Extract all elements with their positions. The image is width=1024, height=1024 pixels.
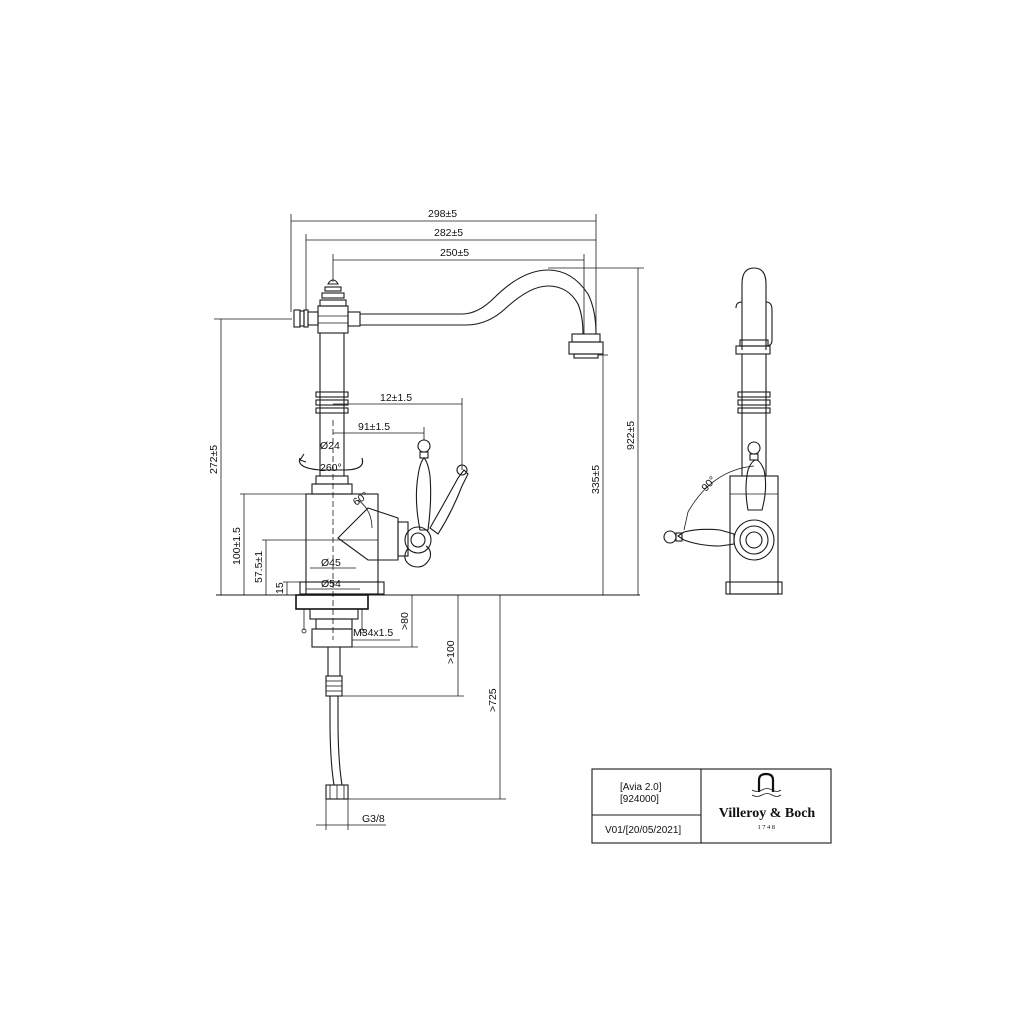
dim-base-diameter-a: Ø45 — [321, 557, 341, 569]
title-model: [Avia 2.0] — [620, 782, 662, 793]
dimension-labels: 298±5 282±5 250±5 12±1.5 91±1.5 Ø24 260°… — [208, 208, 637, 825]
dim-outlet-height: 335±5 — [590, 465, 602, 494]
dim-swivel-angle: 260° — [320, 462, 342, 474]
dim-thread: M34x1.5 — [353, 627, 393, 639]
brand-logo: Villeroy & Boch 1748 — [719, 772, 816, 831]
title-block: [Avia 2.0] [924000] V01/[20/05/2021] Vil… — [591, 768, 832, 844]
front-view-faucet — [293, 269, 604, 800]
dim-body-height: 272±5 — [208, 445, 220, 474]
dim-plinth-height: 15 — [274, 582, 286, 594]
dim-spout-to-axis: 250±5 — [440, 247, 469, 259]
title-version: V01/[20/05/2021] — [605, 825, 681, 836]
dim-lever-offset-b: 91±1.5 — [358, 421, 390, 433]
side-view-faucet: 90° — [663, 267, 783, 595]
dim-total-height: 922±5 — [625, 421, 637, 450]
dim-lever-height: 100±1.5 — [231, 527, 243, 565]
dim-max-deck: >80 — [399, 612, 411, 630]
dim-hose-length: >725 — [487, 688, 499, 712]
brand-name: Villeroy & Boch — [719, 806, 816, 821]
dim-min-clearance: >100 — [445, 640, 457, 664]
dim-lever-offset-a: 12±1.5 — [380, 392, 412, 404]
dim-column-diameter: Ø24 — [320, 440, 340, 452]
brand-year: 1748 — [758, 824, 777, 831]
title-code: [924000] — [620, 794, 659, 805]
dim-lever-angle: 60° — [351, 490, 371, 509]
dimension-lines — [214, 214, 644, 830]
dim-connection: G3/8 — [362, 813, 385, 825]
dim-base-diameter-b: Ø54 — [321, 578, 341, 590]
dim-side-lever-angle: 90° — [699, 474, 719, 494]
dim-base-height: 57.5±1 — [253, 551, 265, 583]
dim-overall-reach: 298±5 — [428, 208, 457, 220]
dim-spout-reach: 282±5 — [434, 227, 463, 239]
